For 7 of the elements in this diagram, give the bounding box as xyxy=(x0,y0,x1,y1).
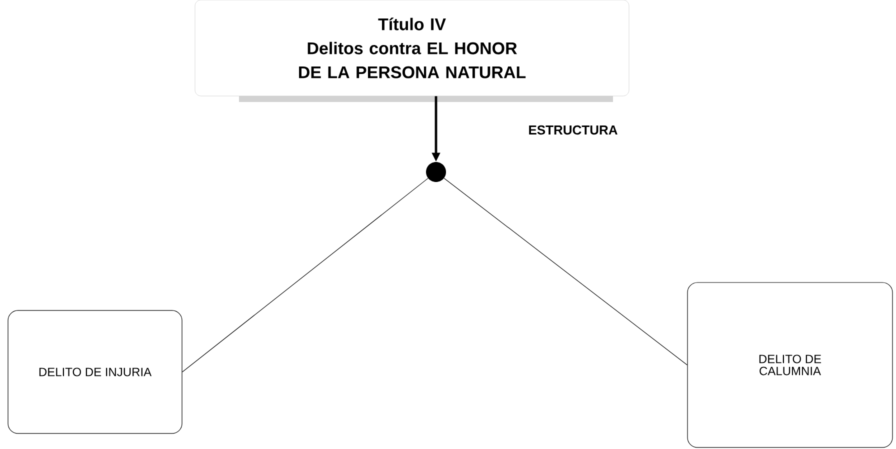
title-box: Título IV Delitos contra EL HONOR DE LA PERSONA NATURAL xyxy=(194,0,630,102)
junction-dot xyxy=(426,162,446,182)
connector-line xyxy=(182,178,428,372)
process-box: DELITO DE CALUMNIA xyxy=(687,282,893,448)
connector-line xyxy=(444,178,688,366)
process-box: DELITO DE INJURIA xyxy=(8,310,182,434)
section-label: ESTRUCTURA xyxy=(529,125,618,135)
